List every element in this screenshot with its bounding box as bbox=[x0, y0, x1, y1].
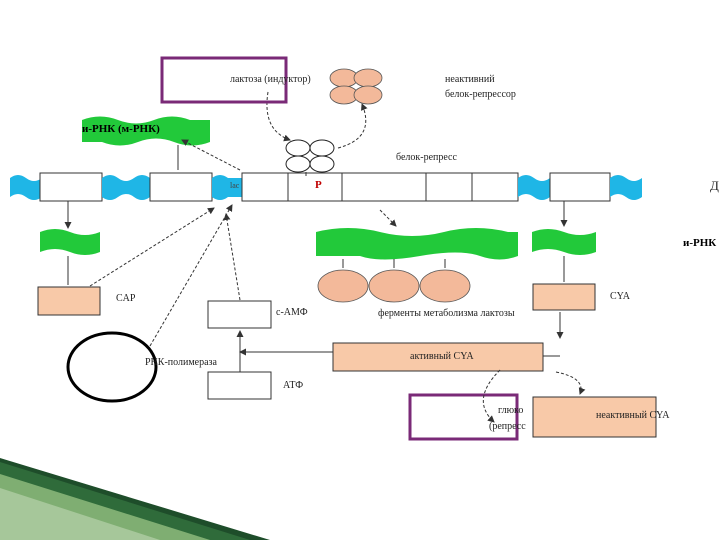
gene-box bbox=[39, 172, 103, 202]
label-right-edge-letter: Д bbox=[710, 178, 719, 193]
mrna-left bbox=[40, 229, 100, 255]
active-cya-box bbox=[332, 342, 544, 372]
dna-wave-segment bbox=[10, 175, 42, 200]
label-cap: CAP bbox=[116, 293, 136, 304]
label-mrna-right: и-РНК bbox=[683, 237, 717, 249]
gene-box bbox=[149, 172, 213, 202]
inactivation-arrow bbox=[482, 369, 501, 423]
dna-wave-segment bbox=[212, 175, 242, 200]
label-active-cya: активный CYA bbox=[410, 351, 474, 362]
inducer-arrow bbox=[266, 91, 291, 142]
label-inactive-cya: неактивный CYA bbox=[596, 410, 670, 421]
mrna-top bbox=[82, 116, 210, 146]
highlight-box-glucose bbox=[408, 393, 519, 441]
cya-protein bbox=[532, 283, 596, 311]
inactive-repressor bbox=[329, 68, 383, 105]
gene-box bbox=[341, 172, 427, 202]
label-atf: АТФ bbox=[283, 380, 304, 391]
promoter-box bbox=[241, 172, 289, 202]
dna-strand bbox=[10, 172, 642, 202]
corner-decoration bbox=[0, 458, 270, 540]
label-rna-polymerase: РНК-полимераза bbox=[145, 357, 217, 368]
atf-box bbox=[207, 371, 272, 400]
mrna-lac bbox=[316, 228, 518, 260]
label-inactive-repressor-1: неактивний bbox=[445, 74, 495, 85]
gene-box bbox=[425, 172, 473, 202]
inactive-cya-box bbox=[532, 396, 657, 438]
label-repressor-protein: белок-репресс bbox=[396, 152, 457, 163]
label-lactose-enzymes: ферменты метаболизма лактозы bbox=[378, 308, 515, 319]
label-lac-small: lac bbox=[230, 181, 240, 190]
dna-wave-segment bbox=[610, 175, 642, 200]
label-inactive-repressor-2: белок-репрессор bbox=[445, 89, 516, 100]
active-repressor bbox=[285, 139, 335, 173]
label-operator-letter: P bbox=[315, 179, 322, 191]
camp-box bbox=[207, 300, 272, 329]
gene-box bbox=[471, 172, 519, 202]
highlight-box-inducer bbox=[160, 56, 288, 104]
gene-box bbox=[549, 172, 611, 202]
activation-arrow bbox=[555, 371, 586, 395]
label-glucose-1: глюко bbox=[498, 405, 524, 416]
dna-wave-segment bbox=[102, 175, 150, 200]
dna-wave-segment bbox=[518, 175, 550, 200]
lac-enzymes bbox=[317, 269, 471, 303]
release-arrow bbox=[337, 103, 368, 149]
mrna-cya bbox=[532, 229, 596, 255]
cap-protein bbox=[37, 286, 101, 316]
rna-polymerase-highlight bbox=[66, 331, 158, 403]
label-lactose-inducer: лактоза (индуктор) bbox=[230, 74, 311, 85]
label-mrna-title: и-РНК (м-РНК) bbox=[82, 123, 160, 135]
label-cya-top: CYA bbox=[610, 291, 631, 302]
label-camp: с-АМФ bbox=[276, 307, 308, 318]
label-glucose-2: (репресс bbox=[489, 421, 526, 432]
